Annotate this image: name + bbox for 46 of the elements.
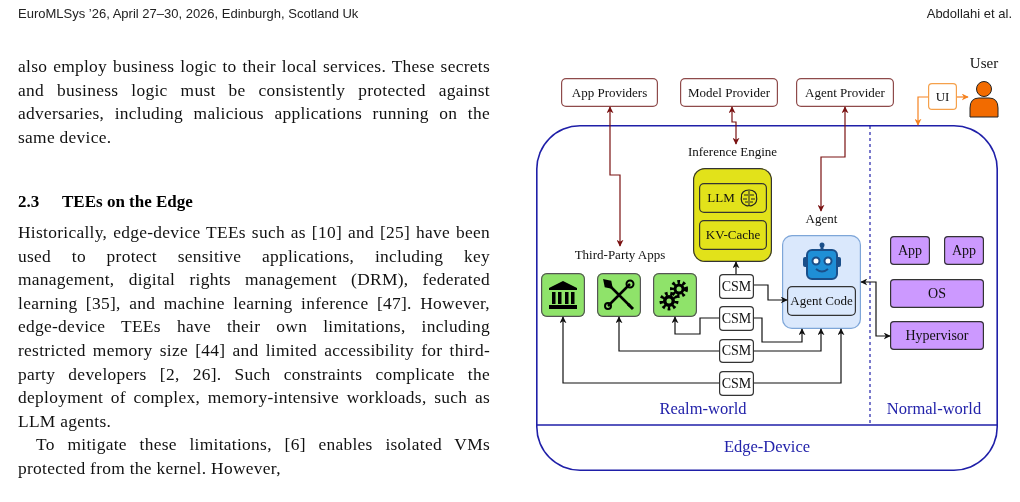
heading-label: Agent: [805, 211, 838, 227]
double-arrow: [860, 278, 891, 340]
arrow: [559, 316, 720, 384]
paragraph: Historically, edge-device TEEs such as [10] and [25] have been used to protect sensitive applications, including key management, digital rights management (DRM), federated learning [35], and machine learning inference [47]. However, edge-device TEEs have their own limitations, including restricted memory size [44] and limited accessibility for third-party developers [2, 26]. Such constraints complicate the deployment of complex, memory-intensive workloads, such as LLM agents.: [18, 221, 490, 433]
arrow: [753, 328, 845, 384]
arrow: [753, 317, 806, 343]
cache-box: KV-Cache: [699, 220, 767, 250]
paragraph: To mitigate these limitations, [6] enables isolated VMs protected from the kernel. However,: [18, 433, 490, 480]
device-container: [536, 125, 998, 471]
paragraph: also employ business logic to their local services. These secrets and business logic must be consistently protected against adversaries, including malicious applications running on the same device.: [18, 55, 490, 149]
csm-box: CSM: [719, 306, 754, 331]
arrow: [956, 93, 969, 101]
arrow: [753, 284, 788, 304]
double-arrow: [817, 106, 849, 212]
double-arrow: [606, 106, 624, 247]
csm-box: CSM: [719, 371, 754, 396]
model-box: [699, 183, 767, 213]
csm-box: CSM: [719, 339, 754, 363]
section-number: 2.3: [18, 192, 41, 212]
running-header: EuroMLSys ’26, April 27–30, 2026, Edinburgh, Scotland Uk: [18, 6, 360, 21]
agent-code-box: Agent Code: [787, 286, 856, 316]
section-heading: TEEs on the Edge: [62, 192, 194, 212]
arrow: [732, 261, 740, 275]
app-box: App: [890, 236, 930, 265]
heading-label: User: [969, 55, 999, 72]
provider-box: Model Provider: [680, 78, 778, 107]
author-header: Abdollahi et al.: [925, 6, 1012, 21]
provider-box: App Providers: [561, 78, 658, 107]
ui-box: UI: [928, 83, 957, 110]
provider-box: Agent Provider: [796, 78, 894, 107]
os-box: OS: [890, 279, 984, 308]
arrow: [671, 316, 720, 335]
heading-label: Inference Engine: [687, 144, 778, 160]
hypervisor-box: Hypervisor: [890, 321, 984, 350]
app-tile: [541, 273, 585, 317]
node-label: LLM: [707, 190, 735, 206]
app-box: App: [944, 236, 984, 265]
arrow: [615, 316, 720, 352]
csm-box: CSM: [719, 274, 754, 299]
region-label: Edge-Device: [723, 437, 811, 457]
double-arrow: [728, 106, 740, 145]
arrow: [914, 96, 929, 126]
region-label: Normal-world: [886, 399, 982, 419]
group-heading: Third-Party Apps: [564, 246, 676, 264]
region-label: Realm-world: [659, 399, 747, 419]
arrow: [753, 328, 825, 352]
